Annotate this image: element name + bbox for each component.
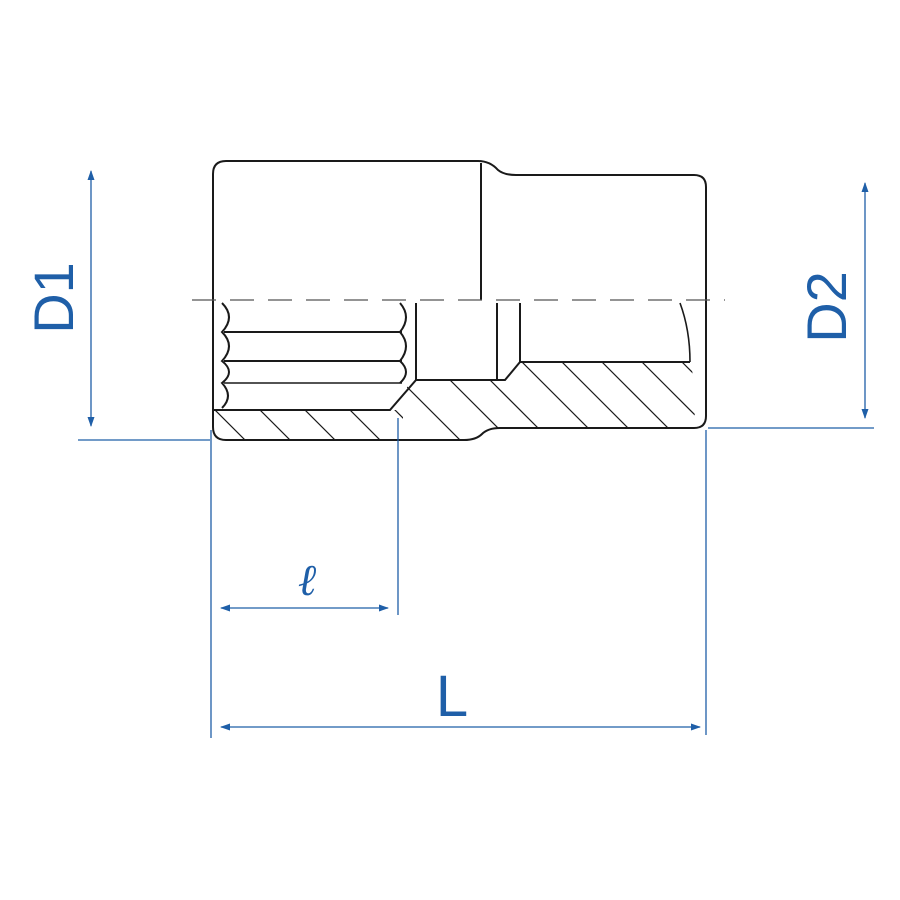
dimension-lines <box>78 170 874 738</box>
socket-body <box>212 160 707 441</box>
d1-label: D1 <box>22 262 85 334</box>
socket-outline <box>212 160 707 441</box>
section-view <box>213 302 691 411</box>
bore-bottom-edge <box>213 361 690 411</box>
relief-arc <box>679 302 691 363</box>
small-l-label: ℓ <box>298 555 317 606</box>
big-l-label: L <box>436 664 468 729</box>
bore-scallop-left <box>220 302 230 409</box>
d2-label: D2 <box>795 271 858 343</box>
hatch-right <box>398 362 696 439</box>
hatch-left <box>214 410 403 439</box>
bore-scallop-right <box>398 302 407 384</box>
